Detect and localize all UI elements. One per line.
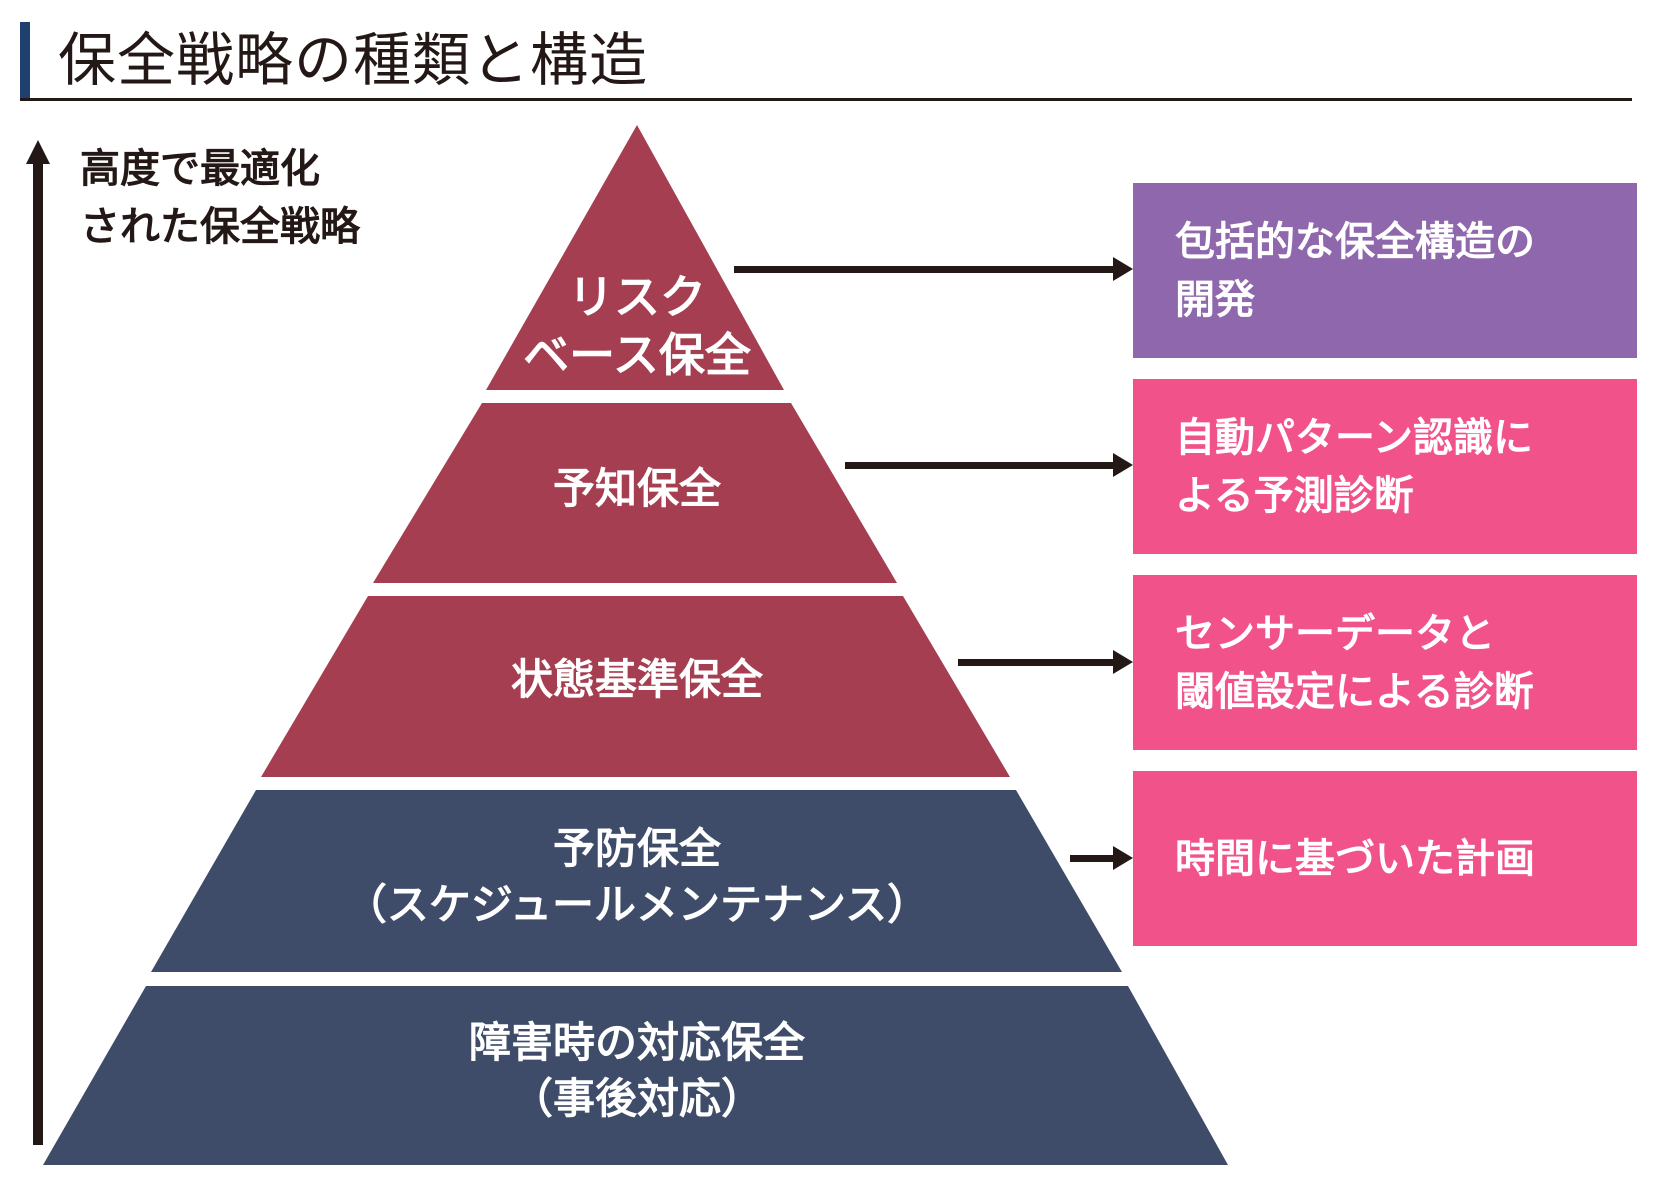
tier-label-preventive-line-2: （スケジュールメンテナンス）: [344, 880, 930, 929]
description-box-preventive: 時間に基づいた計画: [1133, 771, 1637, 946]
description-condition-line-1: センサーデータと: [1175, 610, 1495, 657]
sophistication-axis-arrow: [26, 140, 50, 1145]
description-preventive-line-1: 時間に基づいた計画: [1175, 835, 1535, 882]
axis-label-line-1: 高度で最適化: [80, 146, 320, 192]
tier-label-risk: リスク ベース保全: [523, 268, 751, 384]
description-risk-line-1: 包括的な保全構造の: [1175, 218, 1535, 265]
description-predictive-line-2: よる予測診断: [1175, 472, 1414, 519]
title-underline: [20, 98, 1632, 101]
description-box-risk: 包括的な保全構造の 開発: [1133, 183, 1637, 358]
tier-label-breakdown: 障害時の対応保全 （事後対応）: [469, 1015, 805, 1127]
tier-breakdown: [43, 986, 1228, 1165]
page-title: 保全戦略の種類と構造: [58, 26, 649, 94]
arrow-condition: [958, 650, 1133, 674]
tier-label-risk-line-1: リスク: [567, 270, 706, 324]
description-condition-line-2: 閾値設定による診断: [1175, 668, 1534, 715]
tier-predictive: [373, 403, 897, 583]
arrow-risk: [734, 257, 1133, 281]
tier-label-condition: 状態基準保全: [511, 652, 763, 708]
tier-risk-based: [486, 125, 784, 390]
tier-label-breakdown-line-2: （事後対応）: [510, 1074, 764, 1123]
tier-label-preventive-line-1: 予防保全: [552, 824, 722, 873]
arrow-preventive: [1070, 846, 1133, 870]
description-box-predictive: 自動パターン認識に よる予測診断: [1133, 379, 1637, 554]
axis-label: 高度で最適化 された保全戦略: [80, 140, 360, 256]
tier-label-preventive: 予防保全 （スケジュールメンテナンス）: [345, 821, 929, 933]
tier-label-predictive-line-1: 予知保全: [552, 464, 722, 513]
tier-preventive: [151, 790, 1122, 972]
description-predictive-line-1: 自動パターン認識に: [1175, 414, 1533, 461]
axis-arrowhead: [26, 140, 50, 164]
tier-condition-based: [261, 596, 1010, 777]
description-box-condition: センサーデータと 閾値設定による診断: [1133, 575, 1637, 750]
tier-label-condition-line-1: 状態基準保全: [510, 655, 764, 704]
title-accent-bar: [20, 22, 30, 100]
axis-shaft: [33, 160, 43, 1145]
arrow-predictive: [845, 453, 1133, 477]
tier-label-risk-line-2: ベース保全: [523, 328, 751, 382]
description-risk-line-2: 開発: [1175, 276, 1255, 323]
axis-label-line-2: された保全戦略: [80, 204, 360, 250]
tier-label-breakdown-line-1: 障害時の対応保全: [468, 1018, 806, 1067]
tier-label-predictive: 予知保全: [553, 461, 721, 517]
